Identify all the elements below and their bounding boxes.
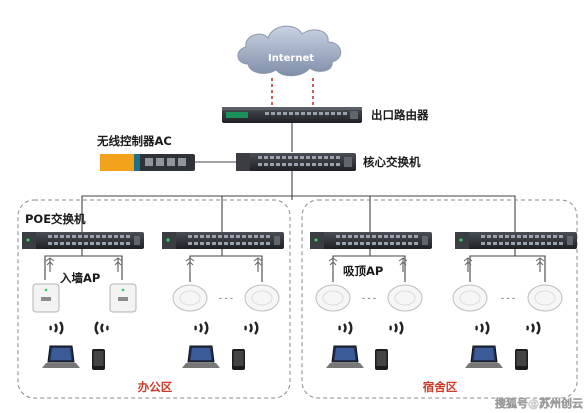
antenna-icon <box>535 257 545 273</box>
ap-gap-dashes: - - - <box>362 293 376 303</box>
core-dorm-sw2-cable <box>292 195 516 232</box>
antenna-icon <box>463 257 473 273</box>
ceiling-ap-dorm-1 <box>315 284 351 312</box>
laptop-icon <box>181 345 221 369</box>
phone-icon <box>232 349 245 370</box>
wifi-signal-icon <box>48 320 64 336</box>
core-office-sw1-cable <box>81 195 292 232</box>
ceiling-ap-label: 吸顶AP <box>343 264 383 278</box>
sw4-ap2-cable <box>515 255 546 282</box>
antenna-icon <box>185 257 195 273</box>
sw1-ap2-cable <box>82 255 123 280</box>
laptop-icon <box>464 345 504 369</box>
wifi-signal-icon <box>525 320 541 336</box>
cables <box>44 122 546 282</box>
office-zone-border <box>17 199 291 399</box>
wall-ap-2 <box>109 283 137 313</box>
sw1-ap1-cable <box>44 249 83 280</box>
antenna-icon <box>45 257 55 273</box>
antenna-icon <box>113 257 123 273</box>
core-office-sw2-cable <box>221 195 292 232</box>
phone-icon <box>515 349 528 370</box>
laptop-icon <box>325 345 365 369</box>
ceiling-ap-dorm-4 <box>527 284 563 312</box>
phone-icon <box>92 349 105 370</box>
laptop-icon <box>41 345 81 369</box>
office-zone-label: 办公区 <box>138 380 173 394</box>
internet-cloud: Internet <box>237 25 342 77</box>
dorm-poe-switch-2 <box>455 232 577 249</box>
sw4-ap1-cable <box>469 249 516 282</box>
antenna-icon <box>328 257 338 273</box>
internet-uplinks <box>271 78 314 107</box>
dorm-poe-switch-1 <box>310 232 432 249</box>
wifi-signal-icon <box>474 320 490 336</box>
dorm-zone-border <box>301 199 578 399</box>
antenna-icon <box>398 257 408 273</box>
core-switch-label: 核心交换机 <box>363 155 421 169</box>
ap-gap-dashes: - - - <box>501 293 515 303</box>
antenna-icon <box>253 257 263 273</box>
core-dorm-sw1-cable <box>292 195 371 232</box>
wall-ap-label: 入墙AP <box>60 271 100 285</box>
ap-gap-dashes: - - - <box>219 293 233 303</box>
office-poe-switch-1 <box>22 232 144 249</box>
sw2-ap1-cable <box>189 249 223 282</box>
router-label: 出口路由器 <box>371 108 429 122</box>
phone-icon <box>375 349 388 370</box>
ceiling-ap-dorm-3 <box>452 284 488 312</box>
office-poe-switch-2 <box>162 232 284 249</box>
ceiling-ap-office-1 <box>172 284 208 312</box>
poe-switch-label: POE交换机 <box>25 212 86 226</box>
wifi-signal-icon <box>193 320 209 336</box>
sw2-ap2-cable <box>222 255 263 282</box>
cloud-label: Internet <box>268 53 314 64</box>
wall-ap-1 <box>32 283 60 313</box>
watermark: 搜狐号@苏州创云 <box>495 396 583 410</box>
router-device <box>222 107 362 123</box>
ac-controller-device <box>100 154 195 171</box>
ceiling-ap-office-2 <box>244 284 280 312</box>
wifi-signal-icon <box>94 320 110 336</box>
core-switch-device <box>236 153 356 171</box>
wifi-signal-icon <box>388 320 404 336</box>
ac-controller-label: 无线控制器AC <box>96 134 172 148</box>
ceiling-ap-dorm-2 <box>387 284 423 312</box>
sw3-ap2-cable <box>370 255 406 282</box>
wifi-signal-icon <box>337 320 353 336</box>
dorm-zone-label: 宿舍区 <box>423 380 458 394</box>
wifi-signal-icon <box>243 320 259 336</box>
